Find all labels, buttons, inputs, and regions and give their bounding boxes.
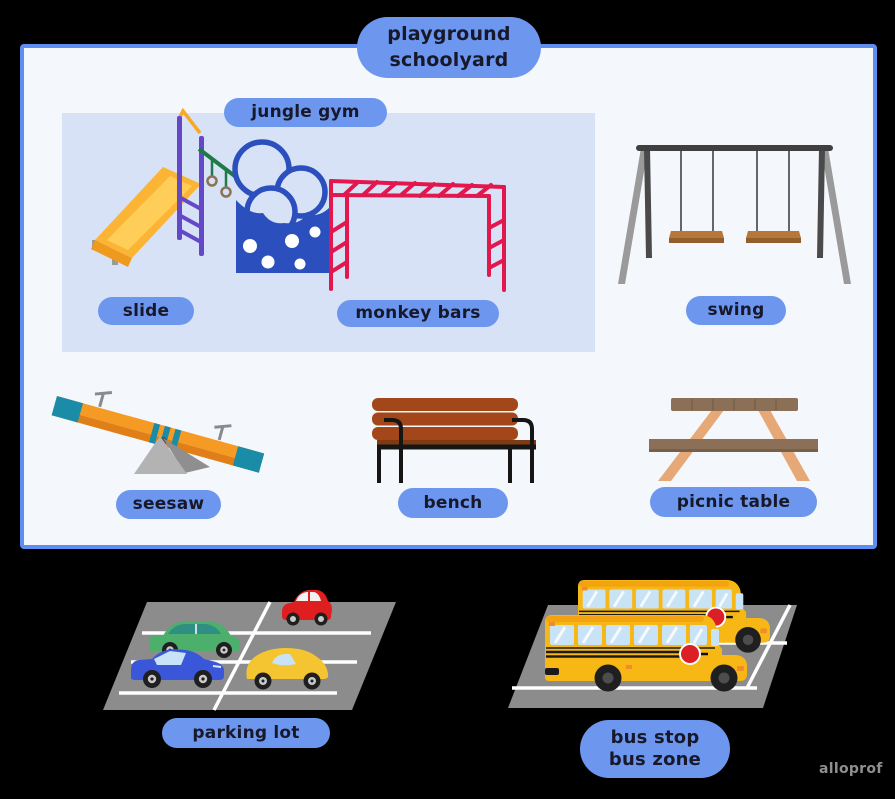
label-parking-lot-text: parking lot xyxy=(192,722,300,743)
label-bench: bench xyxy=(398,488,508,518)
red-car xyxy=(282,590,332,626)
label-bus-stop: bus stop bus zone xyxy=(580,720,730,778)
label-swing-text: swing xyxy=(707,300,765,321)
picnic-table-illustration xyxy=(649,398,818,481)
label-slide-text: slide xyxy=(122,300,170,321)
jungle-gym-illustration xyxy=(91,107,506,292)
label-swing: swing xyxy=(686,296,786,325)
title-line-1: playground xyxy=(387,23,511,46)
climbing-wall xyxy=(232,139,330,273)
label-jungle-gym: jungle gym xyxy=(224,98,387,127)
label-bus-stop-line-2: bus zone xyxy=(608,749,702,770)
label-picnic-table: picnic table xyxy=(650,487,817,517)
title-badge: playground schoolyard xyxy=(357,17,541,78)
label-jungle-gym-text: jungle gym xyxy=(251,102,360,123)
bench-illustration xyxy=(372,398,536,483)
label-bus-stop-line-1: bus stop xyxy=(610,727,700,749)
label-parking-lot: parking lot xyxy=(162,718,330,748)
label-bench-text: bench xyxy=(423,492,483,513)
label-monkey-bars-text: monkey bars xyxy=(355,303,481,324)
title-line-2: schoolyard xyxy=(389,48,509,71)
alloprof-watermark: alloprof xyxy=(819,761,883,777)
label-seesaw: seesaw xyxy=(116,490,221,519)
climbing-ladder xyxy=(177,107,204,256)
label-seesaw-text: seesaw xyxy=(132,494,205,515)
swing-illustration xyxy=(618,145,851,284)
bus-zone-illustration xyxy=(508,578,797,708)
yellow-car xyxy=(246,648,329,690)
slide-illustration xyxy=(91,167,201,267)
monkey-bars-illustration xyxy=(329,179,506,292)
label-monkey-bars: monkey bars xyxy=(337,300,499,327)
seesaw-illustration xyxy=(51,391,265,474)
label-slide: slide xyxy=(98,297,194,325)
blue-car xyxy=(131,649,224,688)
label-picnic-table-text: picnic table xyxy=(676,491,791,512)
parking-lot-illustration xyxy=(103,590,396,711)
